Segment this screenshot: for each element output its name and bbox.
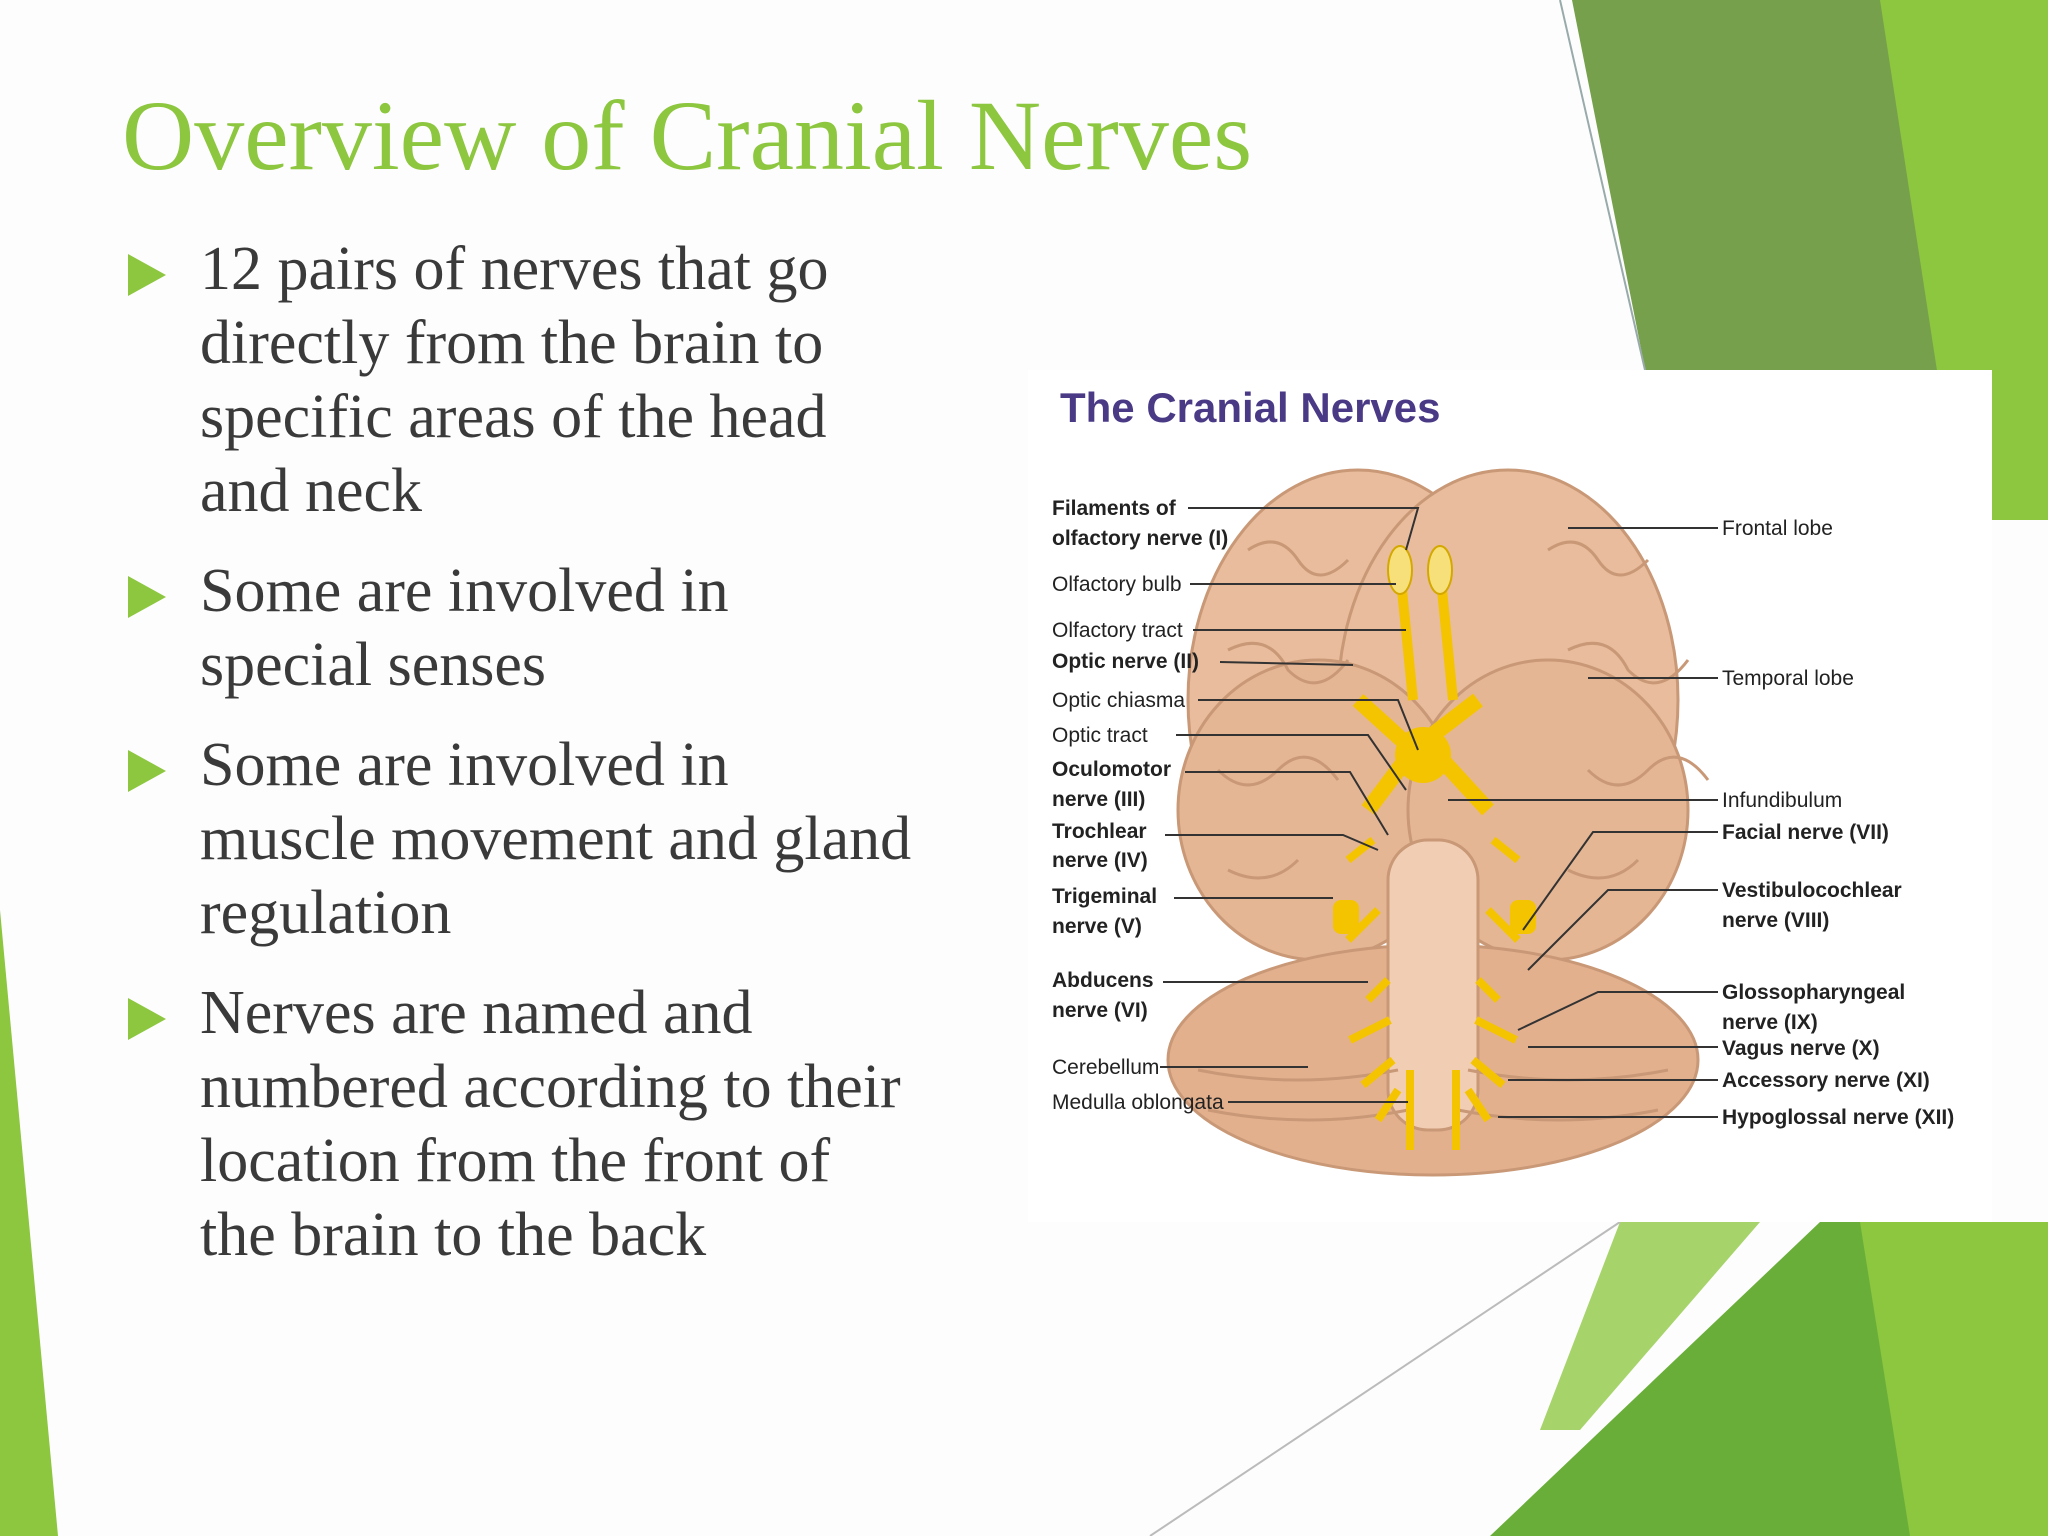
olfactory-bulb-left: [1387, 545, 1413, 595]
olfactory-bulb-right: [1427, 545, 1453, 595]
bullet-list: 12 pairs of nerves that go directly from…: [128, 232, 1008, 1298]
label-medulla-oblongata: Medulla oblongata: [1052, 1091, 1224, 1114]
leader-line: [1198, 699, 1419, 751]
trigeminal-nerve-right: [1510, 900, 1536, 934]
bullet-item: 12 pairs of nerves that go directly from…: [128, 232, 1008, 528]
bullet-item: Some are involved in muscle movement and…: [128, 728, 1008, 950]
label-abducens: Abducens: [1052, 969, 1154, 992]
label-trigeminal-line2: nerve (V): [1052, 915, 1142, 938]
leader-line: [1522, 831, 1718, 931]
bullet-line: and neck: [200, 457, 423, 525]
label-olfactory-tract: Olfactory tract: [1052, 619, 1183, 642]
bottom-right-shape-light: [1540, 1222, 1760, 1430]
bullet-line: directly from the brain to: [200, 309, 824, 377]
brainstem-shape: [1386, 838, 1480, 1132]
bullet-line: 12 pairs of nerves that go: [200, 235, 829, 303]
brain-illustration: [1166, 468, 1710, 1177]
leader-line: [1188, 507, 1420, 551]
left-edge-shape: [0, 910, 58, 1536]
cranial-nerves-diagram: The Cranial Nerves: [1052, 384, 1954, 1177]
leader-line: [1517, 991, 1718, 1031]
label-accessory-nerve: Accessory nerve (XI): [1722, 1069, 1930, 1092]
bullet-line: numbered according to their: [200, 1053, 901, 1121]
label-optic-tract: Optic tract: [1052, 724, 1148, 747]
label-glossopharyngeal: Glossopharyngeal: [1722, 981, 1905, 1004]
brainstem-nerves: [1345, 836, 1521, 1150]
bullet-line: the brain to the back: [200, 1201, 707, 1269]
leader-lines: [1160, 507, 1718, 1118]
label-cerebellum: Cerebellum: [1052, 1056, 1159, 1079]
label-oculomotor-line2: nerve (III): [1052, 788, 1145, 811]
bullet-item: Some are involved in special senses: [128, 554, 1008, 702]
right-labels: Frontal lobe Temporal lobe Infundibulum …: [1722, 517, 1954, 1129]
bullet-text: 12 pairs of nerves that go directly from…: [200, 232, 1008, 528]
bullet-line: regulation: [200, 879, 452, 947]
triangle-bullet-icon: [128, 254, 166, 296]
bullet-item: Nerves are named and numbered according …: [128, 976, 1008, 1272]
label-optic-chiasma: Optic chiasma: [1052, 689, 1185, 712]
triangle-bullet-icon: [128, 576, 166, 618]
label-optic-nerve: Optic nerve (II): [1052, 650, 1199, 673]
slide-title: Overview of Cranial Nerves: [122, 80, 1253, 191]
label-infundibulum: Infundibulum: [1722, 789, 1842, 812]
trigeminal-nerve-left: [1333, 900, 1359, 934]
label-olfactory-bulb: Olfactory bulb: [1052, 573, 1182, 596]
bullet-line: Nerves are named and: [200, 979, 753, 1047]
leader-line: [1176, 734, 1407, 791]
label-trochlear-line2: nerve (IV): [1052, 849, 1148, 872]
label-frontal-lobe: Frontal lobe: [1722, 517, 1833, 540]
label-facial-nerve: Facial nerve (VII): [1722, 821, 1889, 844]
optic-chiasma: [1395, 727, 1451, 783]
label-glossopharyngeal-line2: nerve (IX): [1722, 1011, 1818, 1034]
bullet-line: Some are involved in: [200, 557, 729, 625]
cranial-nerves-figure: The Cranial Nerves: [1028, 370, 1992, 1222]
label-vestibulocochlear-line2: nerve (VIII): [1722, 909, 1829, 932]
label-abducens-line2: nerve (VI): [1052, 999, 1148, 1022]
label-oculomotor: Oculomotor: [1052, 758, 1171, 781]
bullet-line: Some are involved in: [200, 731, 729, 799]
figure-title: The Cranial Nerves: [1060, 384, 1441, 431]
bottom-right-shape-mid: [1860, 1222, 2048, 1536]
bullet-line: special senses: [200, 631, 547, 699]
label-temporal-lobe: Temporal lobe: [1722, 667, 1854, 690]
triangle-bullet-icon: [128, 750, 166, 792]
label-vagus-nerve: Vagus nerve (X): [1722, 1037, 1880, 1060]
label-trigeminal: Trigeminal: [1052, 885, 1157, 908]
bottom-decor-line: [1149, 1221, 1621, 1536]
leader-line: [1527, 889, 1718, 971]
bullet-line: location from the front of: [200, 1127, 831, 1195]
label-olfactory-filaments-line2: olfactory nerve (I): [1052, 527, 1228, 550]
top-decor-line: [1559, 0, 1646, 371]
label-olfactory-filaments: Filaments of: [1052, 497, 1177, 520]
bullet-text: Nerves are named and numbered according …: [200, 976, 1008, 1272]
bullet-text: Some are involved in special senses: [200, 554, 1008, 702]
label-hypoglossal-nerve: Hypoglossal nerve (XII): [1722, 1106, 1954, 1129]
top-right-shape-light: [1880, 0, 2048, 520]
leader-line: [1185, 771, 1389, 836]
bullet-line: muscle movement and gland: [200, 805, 912, 873]
label-trochlear: Trochlear: [1052, 820, 1147, 843]
label-vestibulocochlear: Vestibulocochlear: [1722, 879, 1902, 902]
bullet-text: Some are involved in muscle movement and…: [200, 728, 1008, 950]
triangle-bullet-icon: [128, 998, 166, 1040]
leader-line: [1219, 661, 1354, 666]
bullet-line: specific areas of the head: [200, 383, 827, 451]
left-labels: Filaments of olfactory nerve (I) Olfacto…: [1052, 497, 1228, 1114]
leader-line: [1165, 834, 1379, 851]
